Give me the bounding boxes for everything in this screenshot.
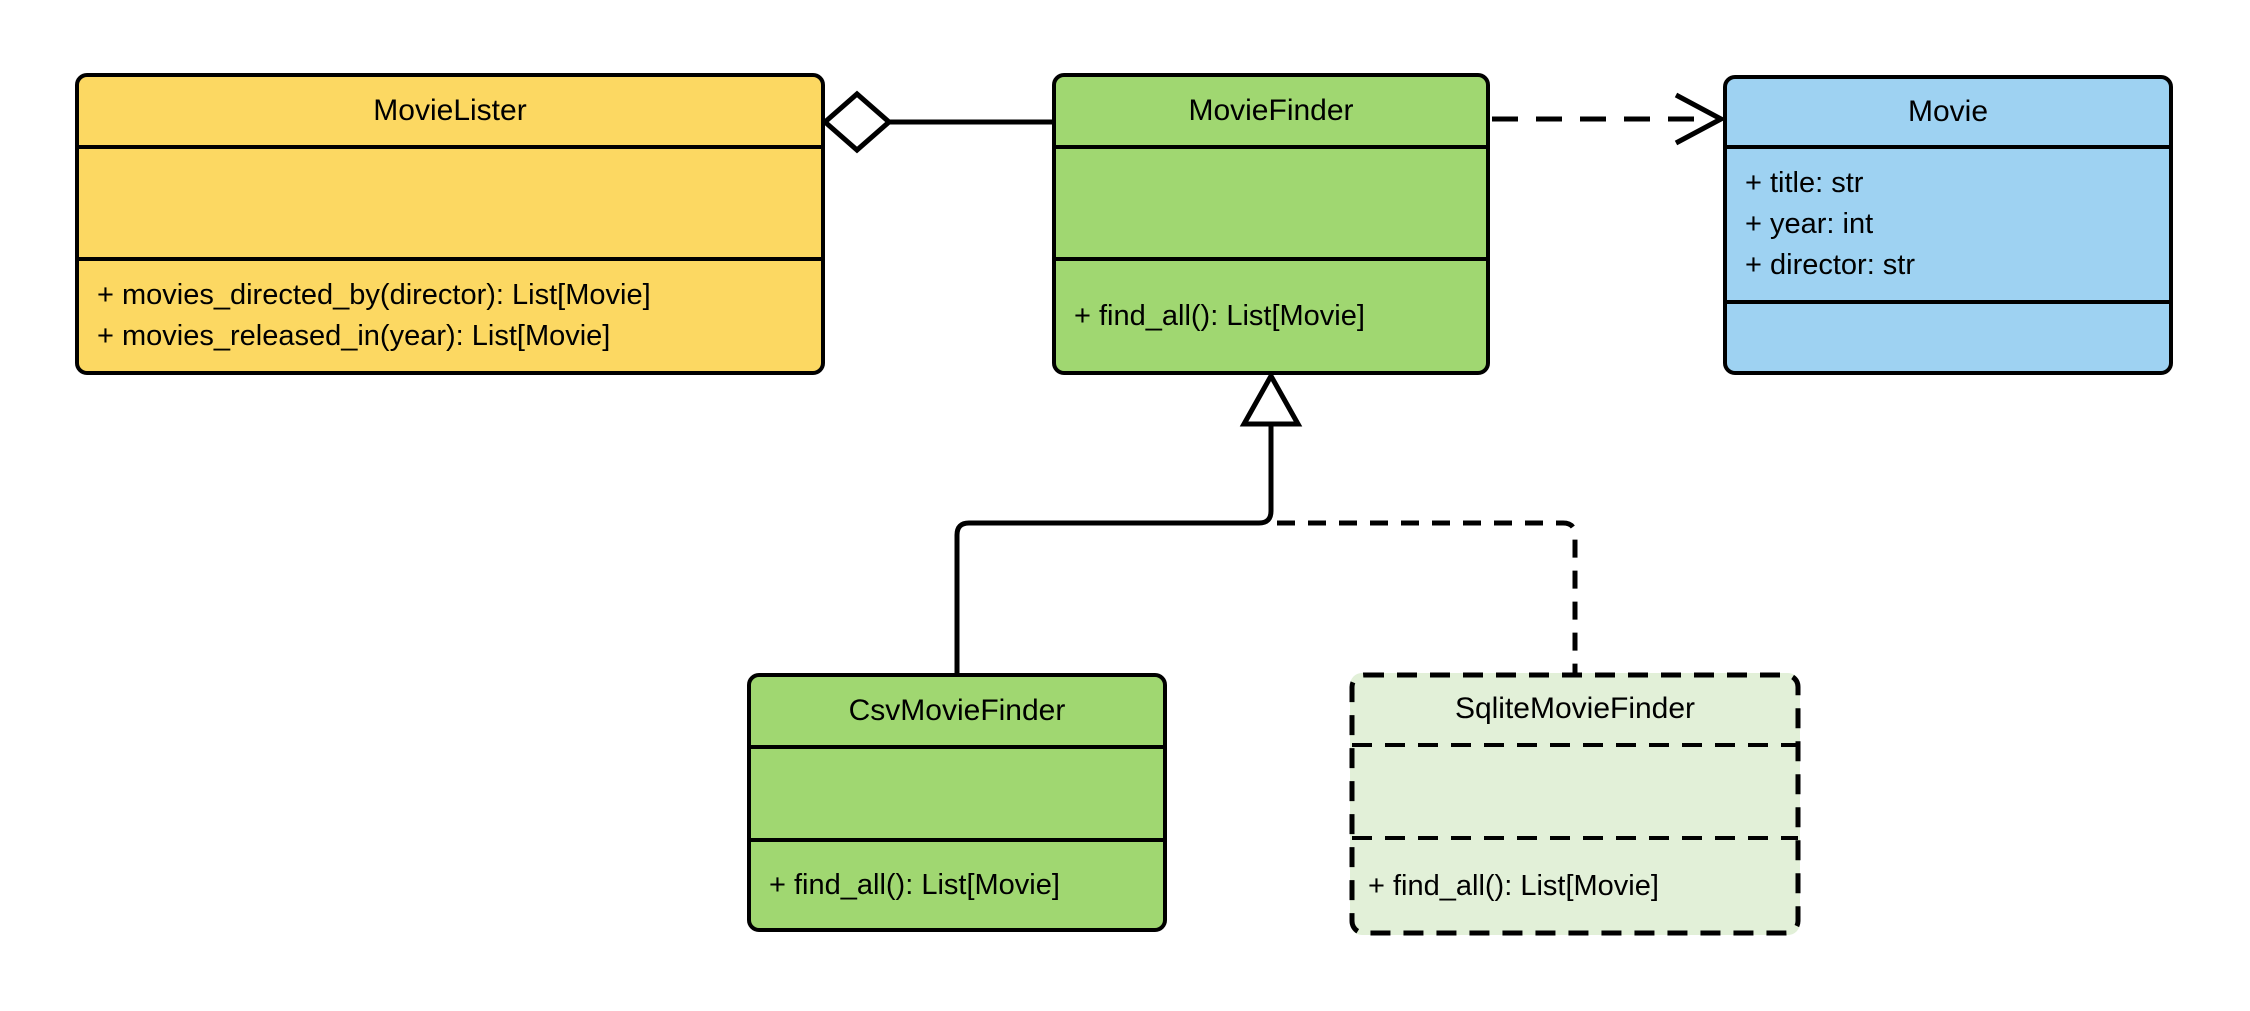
method-row: + movies_released_in(year): List[Movie] [97,320,611,352]
attribute-row: + year: int [1745,208,1874,240]
class-title-sqlitemoviefinder: SqliteMovieFinder [1454,692,1696,725]
class-box-movielister: MovieLister + movies_directed_by(directo… [75,73,825,375]
method-row: + find_all(): List[Movie] [1074,299,1365,332]
class-box-moviefinder: MovieFinder + find_all(): List[Movie] [1052,73,1490,375]
inheritance-line-csv [954,424,1274,673]
class-methods-csvmoviefinder: + find_all(): List[Movie] [751,838,1163,928]
class-title-moviefinder: MovieFinder [1188,94,1354,127]
class-attributes-moviefinder [1056,145,1486,257]
attribute-row: + director: str [1745,249,1916,281]
class-attributes-movie: + title: str + year: int + director: str [1727,145,2169,300]
inheritance-line-sqlite [1277,520,1578,673]
attribute-row: + title: str [1745,167,1864,199]
dependency-arrowhead [1674,92,1727,146]
class-attributes-csvmoviefinder [751,745,1163,838]
class-title-movie: Movie [1907,95,1989,128]
class-title-movielister: MovieLister [373,94,527,127]
class-attributes-sqlitemoviefinder [1350,745,1800,838]
class-methods-moviefinder: + find_all(): List[Movie] [1056,257,1486,371]
method-row: + find_all(): List[Movie] [1368,870,1659,902]
class-attributes-movielister [79,145,821,257]
method-row: + find_all(): List[Movie] [769,868,1060,901]
aggregation-diamond [821,90,893,154]
method-row: + movies_directed_by(director): List[Mov… [97,279,651,311]
class-box-csvmoviefinder: CsvMovieFinder + find_all(): List[Movie] [747,673,1167,932]
class-box-movie: Movie + title: str + year: int + directo… [1723,75,2173,375]
class-box-sqlitemoviefinder: SqliteMovieFinder + find_all(): List[Mov… [1350,673,1800,935]
class-methods-movielister: + movies_directed_by(director): List[Mov… [79,257,821,371]
class-methods-sqlitemoviefinder: + find_all(): List[Movie] [1350,838,1800,935]
inheritance-triangle [1239,370,1303,427]
class-methods-movie [1727,300,2169,371]
class-title-csvmoviefinder: CsvMovieFinder [848,694,1066,727]
